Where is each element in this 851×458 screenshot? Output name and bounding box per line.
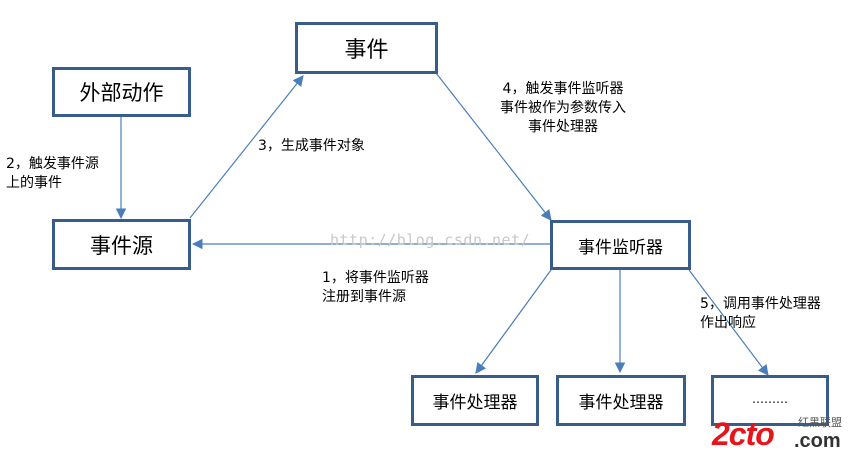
step5-line2: 作出响应 bbox=[700, 315, 756, 331]
step2-label: 2，触发事件源 上的事件 bbox=[6, 155, 99, 193]
step5-label: 5，调用事件处理器 作出响应 bbox=[700, 295, 821, 333]
step2-line2: 上的事件 bbox=[6, 175, 62, 191]
step1-label: 1，将事件监听器 注册到事件源 bbox=[322, 269, 429, 307]
step1-line1: 1，将事件监听器 bbox=[322, 270, 429, 286]
logo-brand: 2cto bbox=[712, 416, 775, 452]
step2-line1: 2，触发事件源 bbox=[6, 156, 99, 172]
node-event-source-label: 事件源 bbox=[90, 233, 153, 258]
node-event-listener-label: 事件监听器 bbox=[578, 237, 663, 258]
node-event-source: 事件源 bbox=[52, 219, 191, 270]
node-handler-more: ……… bbox=[711, 375, 829, 426]
site-logo: 红黑联盟 2cto .com bbox=[712, 410, 851, 458]
step4-line1: 4，触发事件监听器 bbox=[502, 81, 624, 97]
node-event-listener: 事件监听器 bbox=[550, 220, 691, 270]
step3-label: 3，生成事件对象 bbox=[258, 137, 365, 156]
watermark-text: http://blog.csdn.net/ bbox=[330, 231, 531, 249]
step3-line1: 3，生成事件对象 bbox=[258, 138, 365, 154]
node-event: 事件 bbox=[295, 22, 438, 74]
arrow-listener-to-handler-1 bbox=[475, 269, 552, 374]
step4-line2: 事件被作为参数传入 bbox=[500, 100, 626, 116]
step4-line3: 事件处理器 bbox=[528, 119, 598, 135]
node-external-action: 外部动作 bbox=[52, 67, 191, 117]
step5-line1: 5，调用事件处理器 bbox=[700, 296, 821, 312]
node-handler-1: 事件处理器 bbox=[411, 375, 539, 426]
arrow-listener-to-handler-more bbox=[688, 269, 769, 376]
node-external-action-label: 外部动作 bbox=[79, 81, 164, 105]
node-event-label: 事件 bbox=[344, 38, 389, 63]
node-handler-2: 事件处理器 bbox=[556, 375, 686, 426]
node-handler-more-label: ……… bbox=[752, 391, 788, 406]
logo-tagline: 红黑联盟 bbox=[798, 416, 842, 429]
node-handler-1-label: 事件处理器 bbox=[432, 393, 518, 413]
arrow-event-to-listener bbox=[435, 72, 552, 221]
logo-domain: .com bbox=[794, 430, 841, 452]
arrow-source-to-event bbox=[189, 75, 304, 219]
step4-label: 4，触发事件监听器 事件被作为参数传入 事件处理器 bbox=[500, 80, 626, 137]
step1-line2: 注册到事件源 bbox=[322, 289, 406, 305]
node-handler-2-label: 事件处理器 bbox=[578, 393, 664, 413]
